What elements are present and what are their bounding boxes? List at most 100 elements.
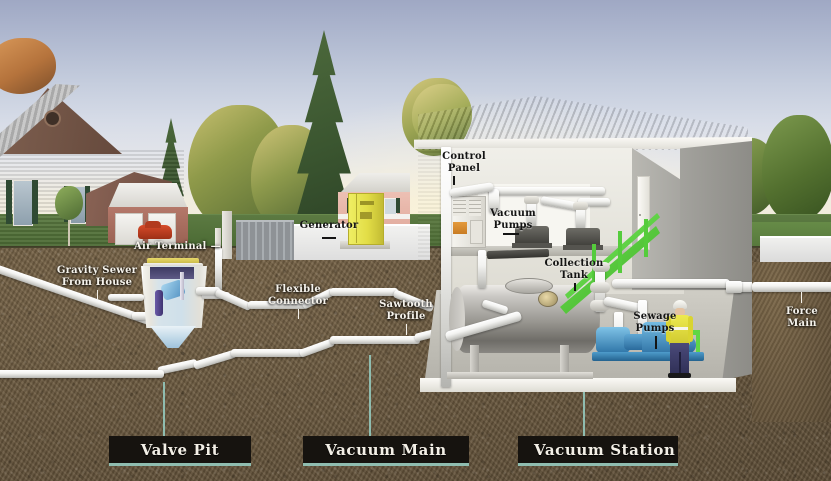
red-car (138, 225, 172, 239)
label-generator-text: Generator (299, 220, 359, 231)
vacuum-pump-manifold-right (578, 198, 610, 206)
generator-seam (356, 193, 357, 243)
vacuum-pump-1-valve (524, 196, 539, 204)
vacuum-pump-manifold-horizontal (489, 187, 605, 195)
valve-pit-outlet-left (108, 294, 144, 301)
collection-tank-leg-2 (560, 345, 569, 375)
generator-pad (340, 241, 390, 249)
tree-right-edge-2 (762, 115, 831, 223)
label-gravity-sewer-line1: Gravity Sewer (56, 265, 138, 276)
callout-valve-pit[interactable]: Valve Pit (109, 436, 251, 466)
access-stairs-post-3 (644, 219, 648, 257)
station-floor-front-edge (420, 378, 736, 392)
station-exterior-wall-left (418, 147, 442, 260)
label-generator: Generator (297, 220, 361, 232)
worker-helmet (673, 300, 687, 309)
callout-vacuum-station[interactable]: Vacuum Station (518, 436, 678, 466)
collection-tank-nozzle (538, 291, 558, 307)
label-flexible-line1: Flexible (275, 284, 321, 295)
collection-tank-skid (447, 372, 593, 379)
station-front-column (441, 147, 451, 387)
collection-tank-manway (505, 278, 553, 294)
force-main-wall-penetration (726, 281, 742, 293)
vacuum-main-segment-b (248, 301, 308, 309)
label-force-main-line1: Force (786, 306, 818, 317)
sewage-pump-skid (592, 352, 704, 361)
label-sawtooth-line1: Sawtooth (379, 299, 433, 310)
label-sewage-pumps-line1: Sewage (633, 311, 677, 322)
vacuum-main-segment-a (196, 287, 220, 295)
leader-vacuum-main (369, 355, 371, 436)
station-roof-fascia (414, 137, 752, 149)
worker-arm-left (666, 316, 671, 342)
label-collection-tank: Collection Tank (541, 258, 607, 282)
gravity-sewer-pipe-stub (132, 312, 154, 320)
tick-flexible-connector (298, 309, 299, 319)
autumn-tree-top-left (0, 38, 56, 94)
label-control-panel: Control Panel (438, 151, 490, 175)
house-sapling-foliage (55, 186, 83, 220)
access-stairs-post-2 (618, 231, 622, 273)
sewage-pump-1-motor (624, 334, 646, 350)
label-control-panel-line2: Panel (447, 163, 481, 174)
label-sewage-pumps-line2: Pumps (635, 323, 675, 334)
label-sawtooth-profile: Sawtooth Profile (375, 299, 437, 323)
brick-house-shutter-1a (6, 180, 12, 224)
vacuum-pump-1-body (515, 226, 549, 246)
worker-leg-split (679, 352, 681, 375)
label-sawtooth-line2: Profile (386, 311, 426, 322)
callout-vacuum-station-label: Vacuum Station (534, 441, 676, 459)
house-sapling-trunk (68, 200, 70, 246)
callout-valve-pit-label: Valve Pit (140, 441, 220, 459)
collection-tank-leg-1 (470, 345, 479, 375)
control-panel-door (470, 220, 483, 244)
vacuum-main-lower-a (0, 370, 164, 378)
label-vacuum-pumps-line1: Vacuum (490, 208, 536, 219)
tick-gravity-sewer (97, 290, 98, 300)
callout-vacuum-main[interactable]: Vacuum Main (303, 436, 469, 466)
pink-house-roof (338, 173, 410, 195)
vacuum-pump-2-riser (576, 205, 585, 229)
label-collection-tank-line2: Tank (560, 270, 588, 281)
air-terminal-dash: — (210, 241, 221, 252)
control-panel-gauges (453, 200, 466, 216)
label-force-main: Force Main (780, 306, 824, 330)
label-flexible-connector: Flexible Connector (265, 284, 331, 308)
red-car-cabin (145, 221, 161, 228)
label-vacuum-pumps-line2: Pumps (493, 220, 533, 231)
vacuum-main-lower-c (330, 336, 420, 344)
vacuum-pump-2-valve (573, 202, 588, 210)
control-panel-switches (469, 200, 481, 216)
control-panel-display (453, 222, 467, 234)
air-terminal-riser (215, 248, 222, 290)
label-air-terminal: Air Terminal— (134, 241, 221, 253)
pink-house-shutter-2b (396, 198, 400, 213)
label-vacuum-pumps: Vacuum Pumps (485, 208, 541, 232)
brick-house-shutter-1b (32, 180, 38, 224)
worker-vest (669, 315, 690, 345)
vacuum-pump-1-base (512, 243, 552, 248)
callout-vacuum-main-label: Vacuum Main (325, 441, 447, 459)
worker-vest-stripe (669, 327, 690, 330)
vacuum-main-lower-b (231, 349, 305, 357)
brick-house-window-1 (13, 180, 33, 226)
fence-post-center (222, 211, 232, 259)
leader-valve-pit (163, 382, 165, 436)
generator-panel (360, 212, 372, 219)
air-terminal-post (215, 228, 221, 250)
label-flexible-line2: Connector (268, 296, 328, 307)
force-main-pipe-overlay (752, 282, 831, 292)
white-fence-right (760, 236, 831, 264)
tick-sawtooth-profile (406, 324, 407, 335)
label-force-main-line2: Main (787, 318, 817, 329)
worker-face (675, 308, 685, 316)
label-collection-tank-line1: Collection (544, 258, 604, 269)
tick-force-main (801, 292, 802, 303)
worker-boots (668, 373, 691, 378)
gray-privacy-fence (236, 220, 294, 260)
vacuum-pump-1-riser (527, 199, 536, 227)
discharge-valve-1 (590, 282, 610, 293)
valve-pit-sensor-tube (155, 290, 163, 316)
tick-vacuum-pumps (503, 233, 519, 235)
